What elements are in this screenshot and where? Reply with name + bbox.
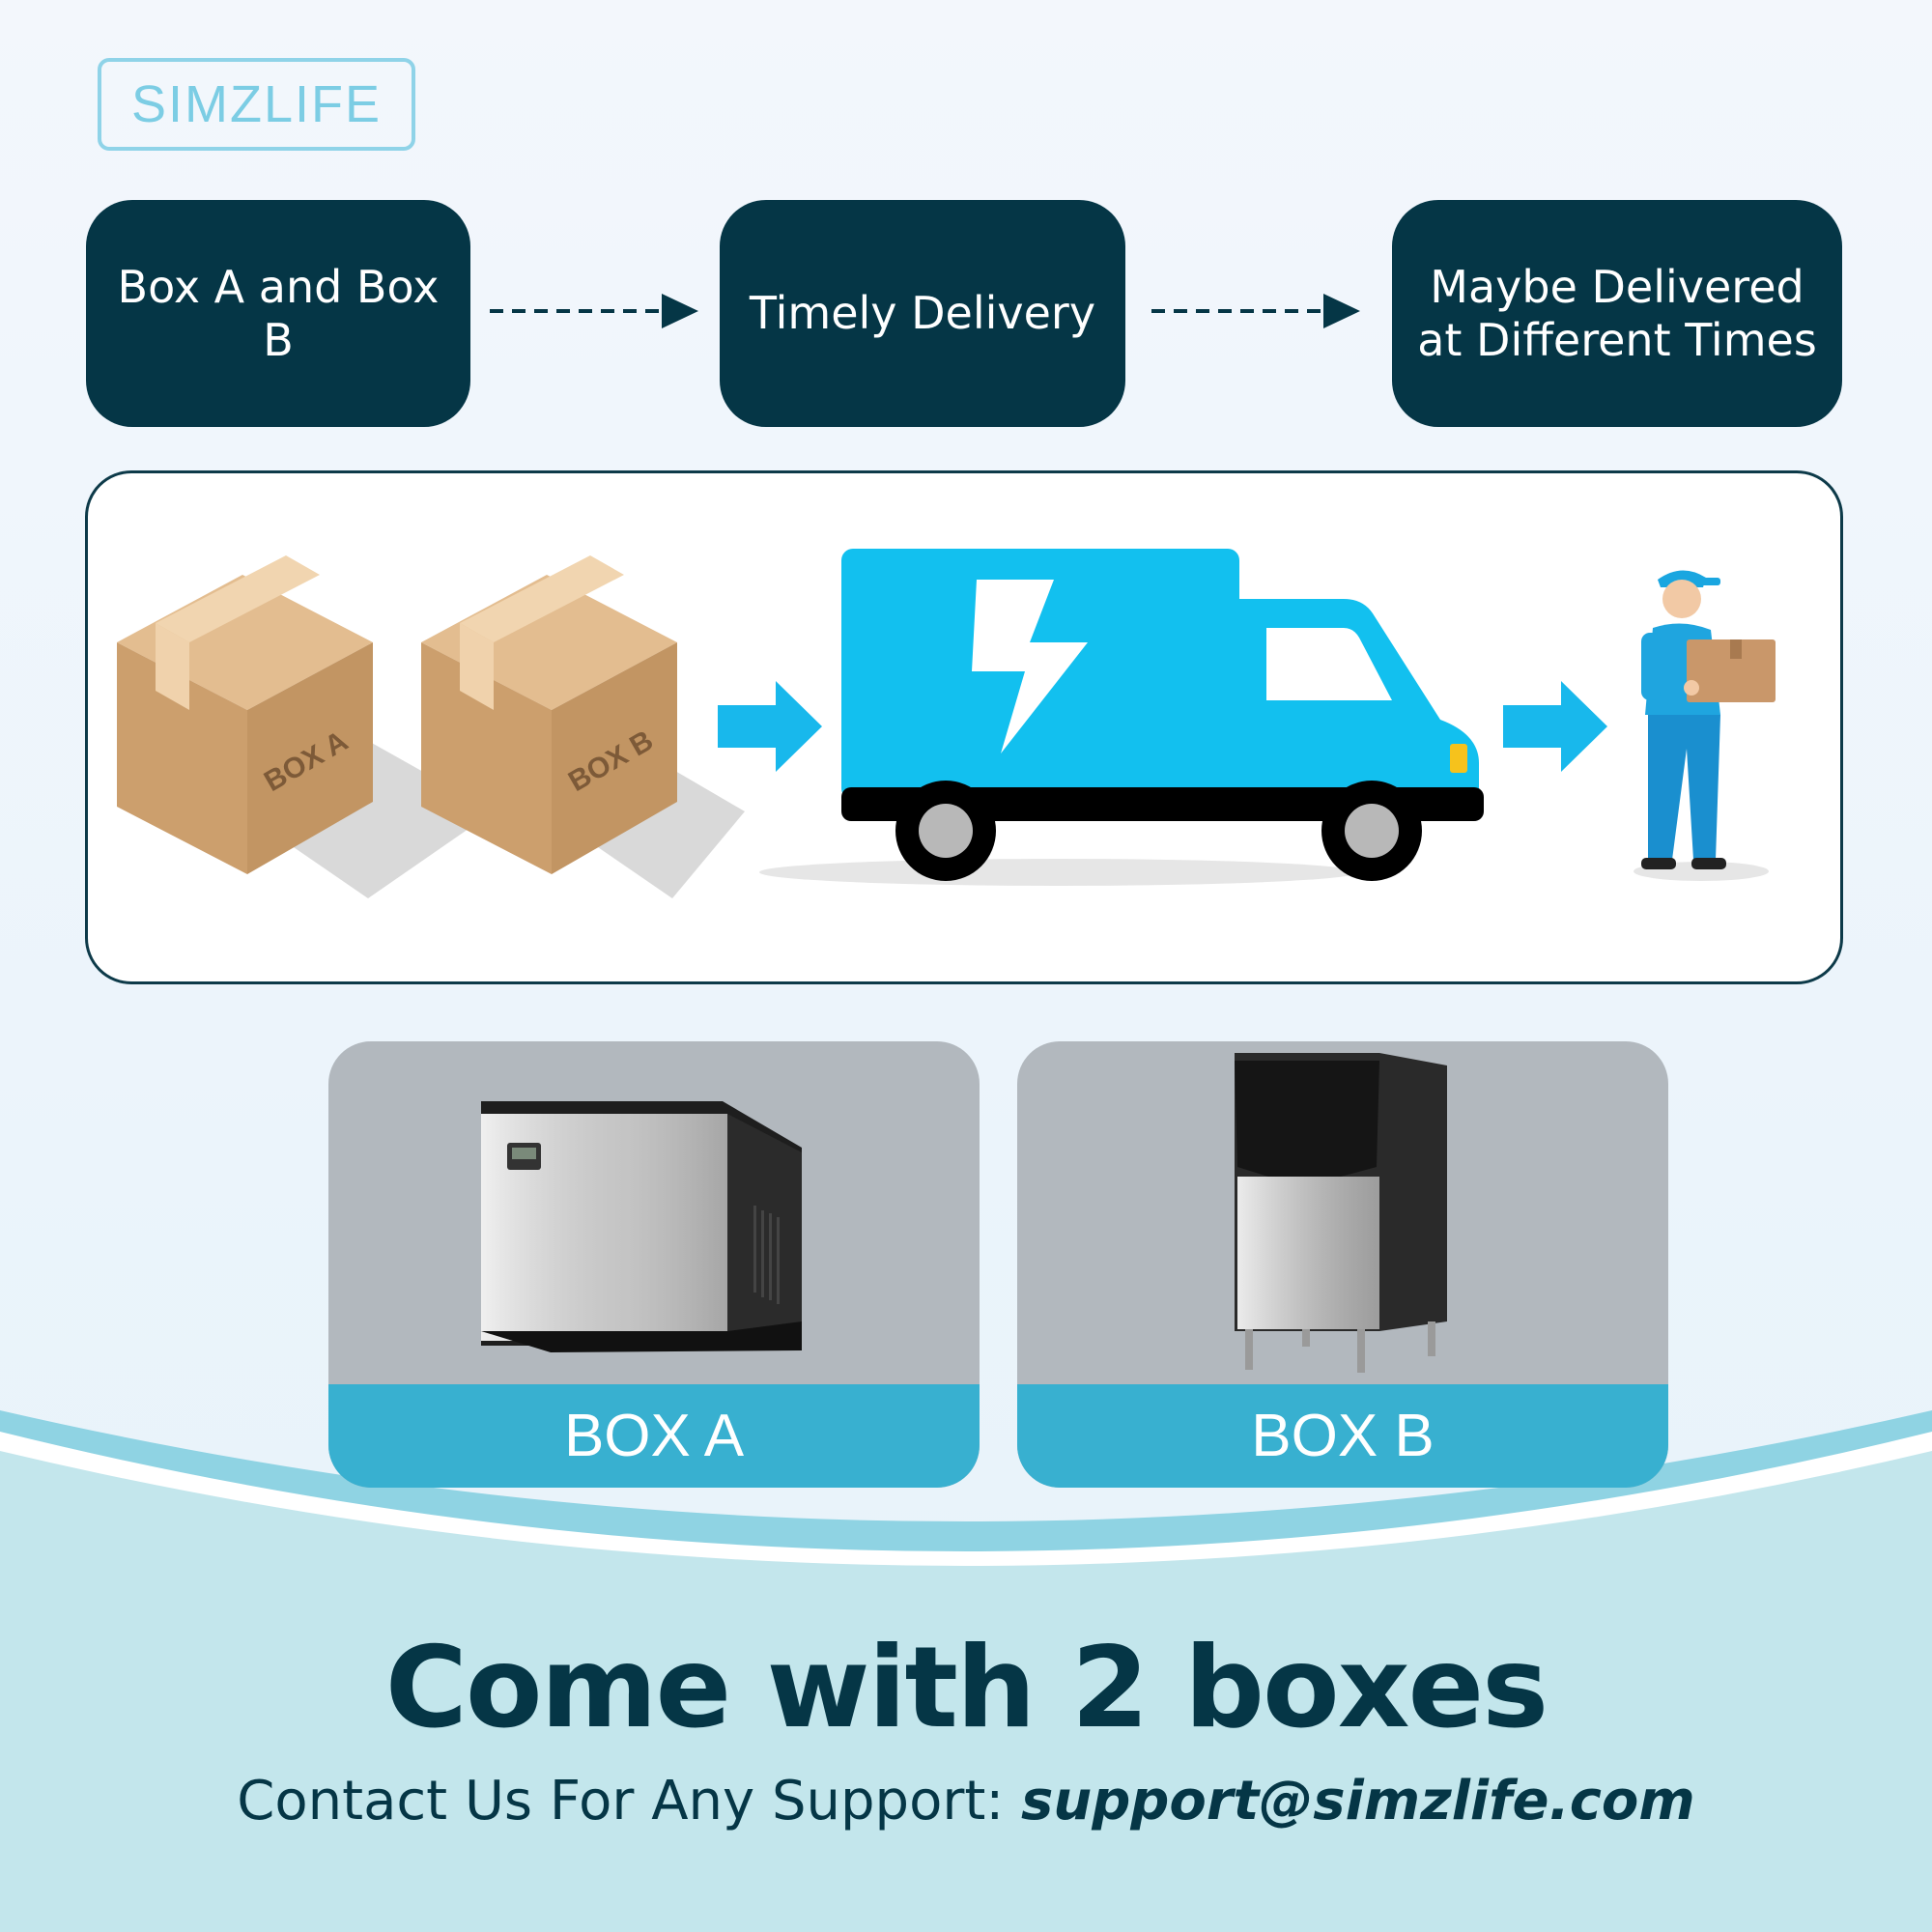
ice-maker-head-image bbox=[481, 1101, 802, 1352]
blue-arrow-icon bbox=[718, 681, 822, 772]
bottom-wave-background bbox=[0, 1410, 1932, 1932]
contact-line: Contact Us For Any Support: support@simz… bbox=[0, 1770, 1932, 1833]
flow-step-box-a-and-b: Box A and Box B bbox=[86, 200, 470, 427]
simzlife-logo: SIMZLIFE bbox=[98, 58, 415, 151]
product-card-box-b: BOX B bbox=[1017, 1041, 1668, 1488]
cardboard-box-b-icon: BOX B bbox=[421, 555, 677, 874]
delivery-illustration-panel: BOX A BOX B bbox=[85, 470, 1843, 984]
delivery-scene-svg: BOX A BOX B bbox=[117, 549, 1776, 898]
box-a-label: BOX A bbox=[328, 1384, 980, 1488]
cardboard-box-a-icon: BOX A bbox=[117, 555, 373, 874]
ice-storage-bin-image bbox=[1235, 1053, 1447, 1373]
support-email-link[interactable]: support@simzlife.com bbox=[1021, 1770, 1695, 1833]
flow-step-different-times: Maybe Delivered at Different Times bbox=[1392, 200, 1842, 427]
delivery-truck-icon bbox=[759, 549, 1484, 886]
dashed-arrow-icon bbox=[490, 294, 698, 328]
flow-step-timely-delivery: Timely Delivery bbox=[720, 200, 1125, 427]
contact-prefix: Contact Us For Any Support: bbox=[237, 1770, 1021, 1833]
box-b-label: BOX B bbox=[1017, 1384, 1668, 1488]
blue-arrow-icon bbox=[1503, 681, 1607, 772]
delivery-person-icon bbox=[1634, 570, 1776, 881]
product-card-box-a: BOX A bbox=[328, 1041, 980, 1488]
dashed-arrow-icon bbox=[1151, 294, 1360, 328]
headline: Come with 2 boxes bbox=[384, 1623, 1548, 1753]
